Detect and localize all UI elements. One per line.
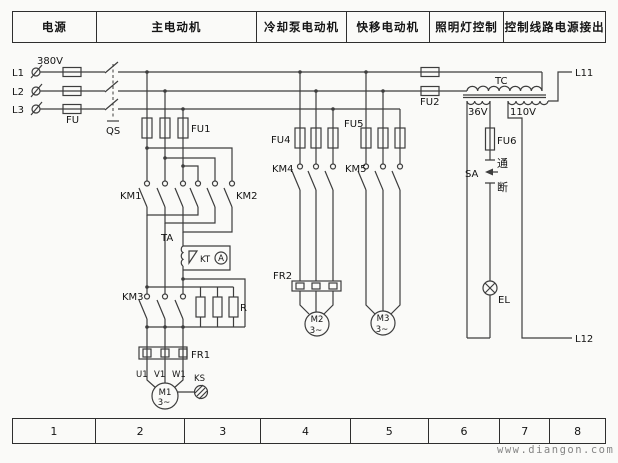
footer-cell-4: 4 [261,419,351,443]
zone-main-motor: 主电动机 [97,12,258,42]
resistor-bank-r-symbol [147,278,246,328]
label-km5: KM5 [345,164,367,175]
footer-cell-1: 1 [13,419,96,443]
label-u1: U1 [136,370,148,380]
zone-rapid-motor: 快移电动机 [347,12,430,42]
label-el: EL [498,295,510,306]
label-km1: KM1 [120,191,142,202]
label-km3: KM3 [122,292,144,303]
motor-m3-symbol [370,310,396,336]
power-entry [30,64,105,116]
label-ammeter: A [218,254,224,264]
switch-qs-symbol [104,61,119,122]
speed-relay-ks-symbol [193,384,209,400]
label-kt: KT [200,255,211,265]
main-motor-branch [138,72,246,410]
relay-kt-ammeter-loop [183,245,231,271]
control-power-section [420,66,572,339]
rapid-motor-branch [357,72,406,336]
footer-cell-7: 7 [500,419,551,443]
function-zone-header: 电源 主电动机 冷却泵电动机 快移电动机 照明灯控制 控制线路电源接出 [12,11,606,43]
current-transformer-ta-symbol [180,245,185,267]
label-m2-phase: 3~ [310,326,323,336]
label-m3: M3 [377,314,390,324]
label-m1: M1 [159,388,172,398]
label-ks: KS [194,374,205,384]
footer-cell-2: 2 [96,419,186,443]
zone-lighting-control: 照明灯控制 [430,12,505,42]
label-fu2: FU2 [420,97,439,108]
label-fu: FU [66,115,79,126]
label-l3: L3 [12,105,24,116]
motor-m1-symbol [151,382,179,410]
footer-cell-8: 8 [574,424,582,438]
label-fu6: FU6 [497,136,516,147]
label-fr2: FR2 [273,271,292,282]
label-380v: 380V [37,56,63,67]
phase-buses [118,71,543,110]
fuse-fu1-symbol [141,117,189,139]
zone-power: 电源 [13,12,97,42]
label-110v: 110V [510,107,536,118]
contactor-km3-symbol [138,293,187,320]
labels: 380V L1 L2 L3 FU QS FU1 KM1 KM2 TA KT A … [12,56,593,408]
label-km4: KM4 [272,164,294,175]
label-m1-phase: 3~ [158,398,171,408]
label-l2: L2 [12,87,24,98]
zone-control-power: 控制线路电源接出 [504,20,605,34]
watermark: www.diangon.com [497,444,615,456]
column-number-footer: 1 2 3 4 5 6 7 8 [12,418,606,444]
label-m2: M2 [311,315,324,325]
fuse-fu6-symbol [484,127,496,151]
footer-cell-6: 6 [429,419,501,443]
lamp-el-symbol [482,280,498,296]
label-qs: QS [106,126,120,137]
label-r: R [240,303,247,314]
label-l1: L1 [12,68,24,79]
thermal-relay-fr2-symbol [291,280,342,292]
footer-cell-3: 3 [185,419,262,443]
fuse-fu-symbol [62,66,82,115]
label-tc: TC [494,76,508,87]
zone-coolant-pump: 冷却泵电动机 [257,12,347,42]
label-36v: 36V [468,107,488,118]
contactor-km5-symbol [357,163,404,191]
label-l11: L11 [575,68,593,79]
label-fu1: FU1 [191,124,210,135]
label-v1: V1 [154,370,165,380]
thermal-relay-fr1-symbol [138,346,188,360]
label-sa: SA [465,169,479,180]
junction-dots [145,70,385,329]
label-sa-off: 断 [497,180,508,194]
label-fr1: FR1 [191,350,210,361]
fuse-fu5-symbol [360,127,406,149]
label-ta: TA [160,233,173,244]
fuse-fu2-symbol [420,66,440,97]
transformer-tc-symbol [463,85,549,106]
contactor-km1-km2-symbol [138,180,236,208]
contactor-km4-symbol [291,163,337,191]
fuse-fu4-symbol [294,127,339,149]
label-m3-phase: 3~ [376,325,389,335]
label-l12: L12 [575,334,593,345]
label-fu5: FU5 [344,119,363,130]
motor-m2-symbol [304,311,330,337]
label-w1: W1 [172,370,186,380]
coolant-pump-branch [291,72,342,337]
label-km2: KM2 [236,191,258,202]
switch-sa-symbol [485,159,498,184]
label-sa-on: 通 [497,157,508,170]
label-fu4: FU4 [271,135,290,146]
footer-cell-5: 5 [351,419,429,443]
